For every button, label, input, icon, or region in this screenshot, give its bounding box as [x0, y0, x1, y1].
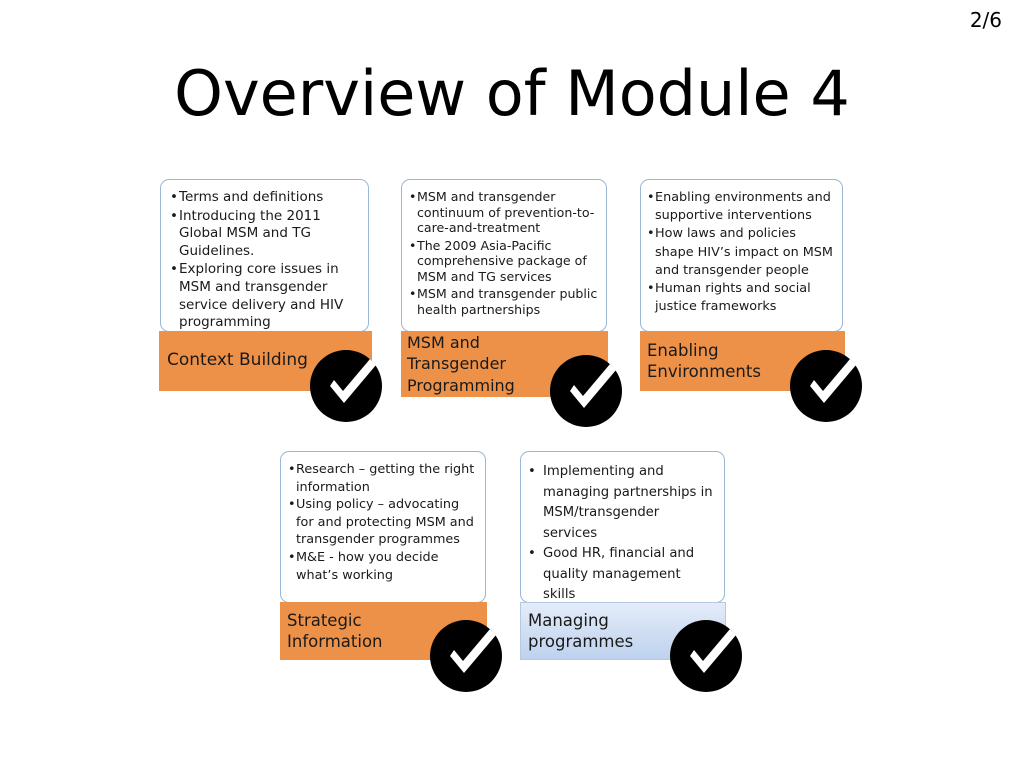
card-body-context-building: • Terms and definitions • Introducing th…	[160, 179, 369, 332]
card-msm-and-transgender-programming[interactable]: • MSM and transgender continuum of preve…	[401, 179, 622, 427]
list-item: • MSM and transgender public health part…	[409, 286, 599, 317]
list-item: • Implementing and managing partnerships…	[528, 462, 716, 544]
bullet-glyph-icon: •	[288, 497, 296, 513]
bullet-glyph-icon: •	[409, 237, 417, 253]
list-item: • The 2009 Asia-Pacific comprehensive pa…	[409, 238, 599, 285]
list-item-label: Using policy – advocating for and protec…	[296, 497, 474, 548]
card-managing-programmes[interactable]: • Implementing and managing partnerships…	[520, 451, 742, 692]
list-item: • Using policy – advocating for and prot…	[288, 496, 479, 549]
list-item-label: MSM and transgender public health partne…	[417, 286, 598, 317]
list-item-label: M&E - how you decide what’s working	[296, 549, 439, 583]
bullet-list-enabling-environments: • Enabling environments and supportive i…	[641, 180, 842, 316]
bullet-glyph-icon: •	[647, 226, 655, 242]
page-title: Overview of Module 4	[174, 57, 850, 130]
list-item-label: MSM and transgender continuum of prevent…	[417, 189, 595, 235]
list-item: • Exploring core issues in MSM and trans…	[170, 261, 360, 331]
card-body-managing-programmes: • Implementing and managing partnerships…	[520, 451, 725, 603]
card-label-bar-context-building[interactable]: Context Building	[159, 331, 372, 391]
card-label-enabling-environments: Enabling Environments	[647, 340, 761, 382]
card-label-strategic-information: Strategic Information	[287, 610, 383, 652]
list-item: • M&E - how you decide what’s working	[288, 549, 479, 584]
bullet-list-managing-programmes: • Implementing and managing partnerships…	[521, 452, 724, 602]
bullet-glyph-icon: •	[170, 189, 178, 205]
list-item-label: Introducing the 2011 Global MSM and TG G…	[179, 207, 321, 259]
card-label-msm-and-transgender-programming: MSM and Transgender Programming	[407, 332, 515, 395]
bullet-glyph-icon: •	[170, 261, 178, 278]
card-label-bar-managing-programmes[interactable]: Managing programmes	[520, 602, 726, 660]
card-body-enabling-environments: • Enabling environments and supportive i…	[640, 179, 843, 332]
list-item-label: How laws and policies shape HIV’s impact…	[655, 226, 833, 278]
list-item-label: Terms and definitions	[179, 189, 324, 205]
bullet-glyph-icon: •	[409, 286, 417, 301]
bullet-glyph-icon: •	[288, 549, 296, 565]
card-body-msm-and-transgender-programming: • MSM and transgender continuum of preve…	[401, 179, 607, 332]
card-label-managing-programmes: Managing programmes	[528, 610, 634, 652]
bullet-list-msm-and-transgender-programming: • MSM and transgender continuum of preve…	[402, 180, 606, 317]
list-item-label: Enabling environments and supportive int…	[655, 190, 831, 224]
list-item: • Introducing the 2011 Global MSM and TG…	[170, 208, 360, 261]
card-enabling-environments[interactable]: • Enabling environments and supportive i…	[640, 179, 862, 422]
bullet-glyph-icon: •	[528, 546, 536, 561]
list-item: • Terms and definitions	[170, 189, 360, 207]
bullet-glyph-icon: •	[409, 189, 417, 204]
list-item: • How laws and policies shape HIV’s impa…	[647, 225, 836, 280]
list-item-label: Good HR, financial and quality managemen…	[543, 546, 695, 602]
card-strategic-information[interactable]: • Research – getting the right informati…	[280, 451, 502, 692]
list-item-label: Implementing and managing partnerships i…	[543, 464, 713, 541]
card-label-bar-strategic-information[interactable]: Strategic Information	[280, 602, 487, 660]
list-item: • Human rights and social justice framew…	[647, 280, 836, 316]
card-label-bar-enabling-environments[interactable]: Enabling Environments	[640, 331, 845, 391]
list-item: • Good HR, financial and quality managem…	[528, 544, 716, 602]
bullet-glyph-icon: •	[647, 190, 655, 205]
card-body-strategic-information: • Research – getting the right informati…	[280, 451, 486, 603]
bullet-glyph-icon: •	[647, 281, 655, 297]
card-label-bar-msm-and-transgender-programming[interactable]: MSM and Transgender Programming	[401, 331, 608, 397]
bullet-glyph-icon: •	[170, 207, 178, 224]
list-item-label: Exploring core issues in MSM and transge…	[179, 261, 344, 331]
list-item-label: The 2009 Asia-Pacific comprehensive pack…	[417, 237, 587, 284]
list-item: • MSM and transgender continuum of preve…	[409, 189, 599, 236]
list-item-label: Human rights and social justice framewor…	[655, 281, 811, 315]
bullet-list-context-building: • Terms and definitions • Introducing th…	[161, 180, 368, 331]
bullet-list-strategic-information: • Research – getting the right informati…	[281, 452, 485, 584]
bullet-glyph-icon: •	[528, 464, 536, 479]
bullet-glyph-icon: •	[288, 462, 296, 477]
card-context-building[interactable]: • Terms and definitions • Introducing th…	[159, 179, 382, 422]
page-number: 2/6	[969, 8, 1002, 32]
card-label-context-building: Context Building	[167, 350, 308, 371]
list-item-label: Research – getting the right information	[296, 462, 475, 495]
list-item: • Enabling environments and supportive i…	[647, 189, 836, 225]
list-item: • Research – getting the right informati…	[288, 461, 479, 496]
